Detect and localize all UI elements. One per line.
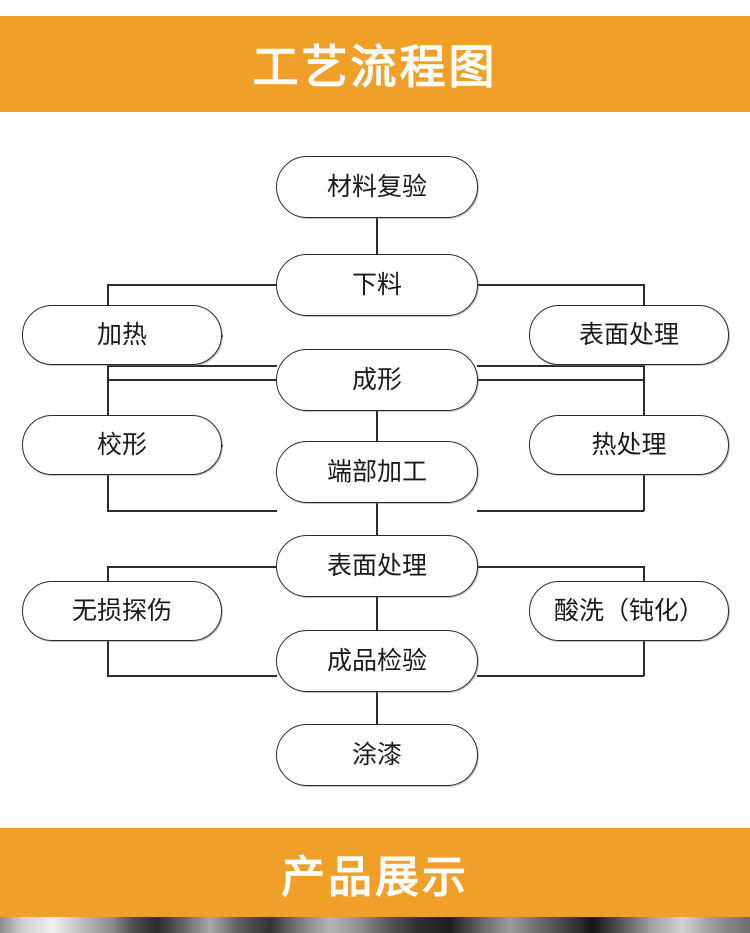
node-surface-treatment-right[interactable]: 表面处理	[529, 305, 729, 365]
node-label: 端部加工	[326, 457, 427, 486]
node-heating[interactable]: 加热	[22, 305, 222, 365]
node-final-inspection[interactable]: 成品检验	[276, 630, 478, 692]
connector-pickling-to-final	[477, 675, 644, 677]
node-label: 涂漆	[351, 740, 402, 769]
node-label: 成形	[351, 365, 402, 394]
node-label: 下料	[351, 270, 402, 299]
connector-heattreat-to-end	[477, 510, 644, 512]
connector-straighten-down	[107, 475, 109, 511]
connector-heat-to-form	[107, 365, 277, 367]
connector-n6-n7	[376, 692, 378, 724]
node-label: 酸洗（钝化）	[553, 596, 704, 625]
connector-n1-n2	[376, 218, 378, 254]
node-label: 热处理	[591, 430, 667, 459]
node-straightening[interactable]: 校形	[22, 415, 222, 475]
connector-form-right-drop	[643, 379, 645, 445]
connector-ndt-to-final	[107, 675, 277, 677]
node-label: 表面处理	[326, 551, 427, 580]
node-pickling-passivation[interactable]: 酸洗（钝化）	[529, 581, 729, 641]
connector-n5-right-stub	[477, 566, 644, 568]
connector-heattreat-down	[643, 475, 645, 511]
node-cutting[interactable]: 下料	[276, 254, 478, 316]
node-ndt[interactable]: 无损探伤	[22, 581, 222, 641]
node-material-recheck[interactable]: 材料复验	[276, 156, 478, 218]
bottom-banner: 产品展示	[0, 828, 750, 917]
node-label: 校形	[96, 430, 147, 459]
node-label: 表面处理	[578, 320, 679, 349]
connector-n2-left-stub	[107, 284, 277, 286]
connector-pickling-down	[643, 611, 645, 676]
node-surface-treatment[interactable]: 表面处理	[276, 535, 478, 597]
product-photo-strip	[0, 917, 750, 933]
connector-straighten-to-end	[107, 510, 277, 512]
node-forming[interactable]: 成形	[276, 349, 478, 411]
node-end-machining[interactable]: 端部加工	[276, 441, 478, 503]
top-banner-title: 工艺流程图	[252, 41, 498, 93]
connector-n5-n6	[376, 597, 378, 635]
bottom-banner-title: 产品展示	[281, 852, 469, 902]
top-banner: 工艺流程图	[0, 16, 750, 112]
node-label: 成品检验	[326, 646, 427, 675]
node-heat-treatment[interactable]: 热处理	[529, 415, 729, 475]
connector-n5-left-stub	[107, 566, 277, 568]
connector-n3-n4	[376, 411, 378, 441]
connector-n4-n5	[376, 503, 378, 541]
node-label: 无损探伤	[71, 596, 172, 625]
node-label: 材料复验	[326, 172, 427, 201]
connector-form-left-stub	[107, 379, 277, 381]
connector-ndt-down	[107, 611, 109, 676]
node-label: 加热	[96, 320, 147, 349]
node-painting[interactable]: 涂漆	[276, 724, 478, 786]
flowchart: 材料复验 下料 成形 端部加工 表面处理 成品检验 涂漆 加热 校形 无损探伤	[0, 112, 750, 828]
connector-form-left-drop	[107, 379, 109, 445]
connector-n2-right-stub	[477, 284, 644, 286]
connector-form-right-stub	[477, 379, 644, 381]
connector-surface1-to-form	[477, 365, 644, 367]
